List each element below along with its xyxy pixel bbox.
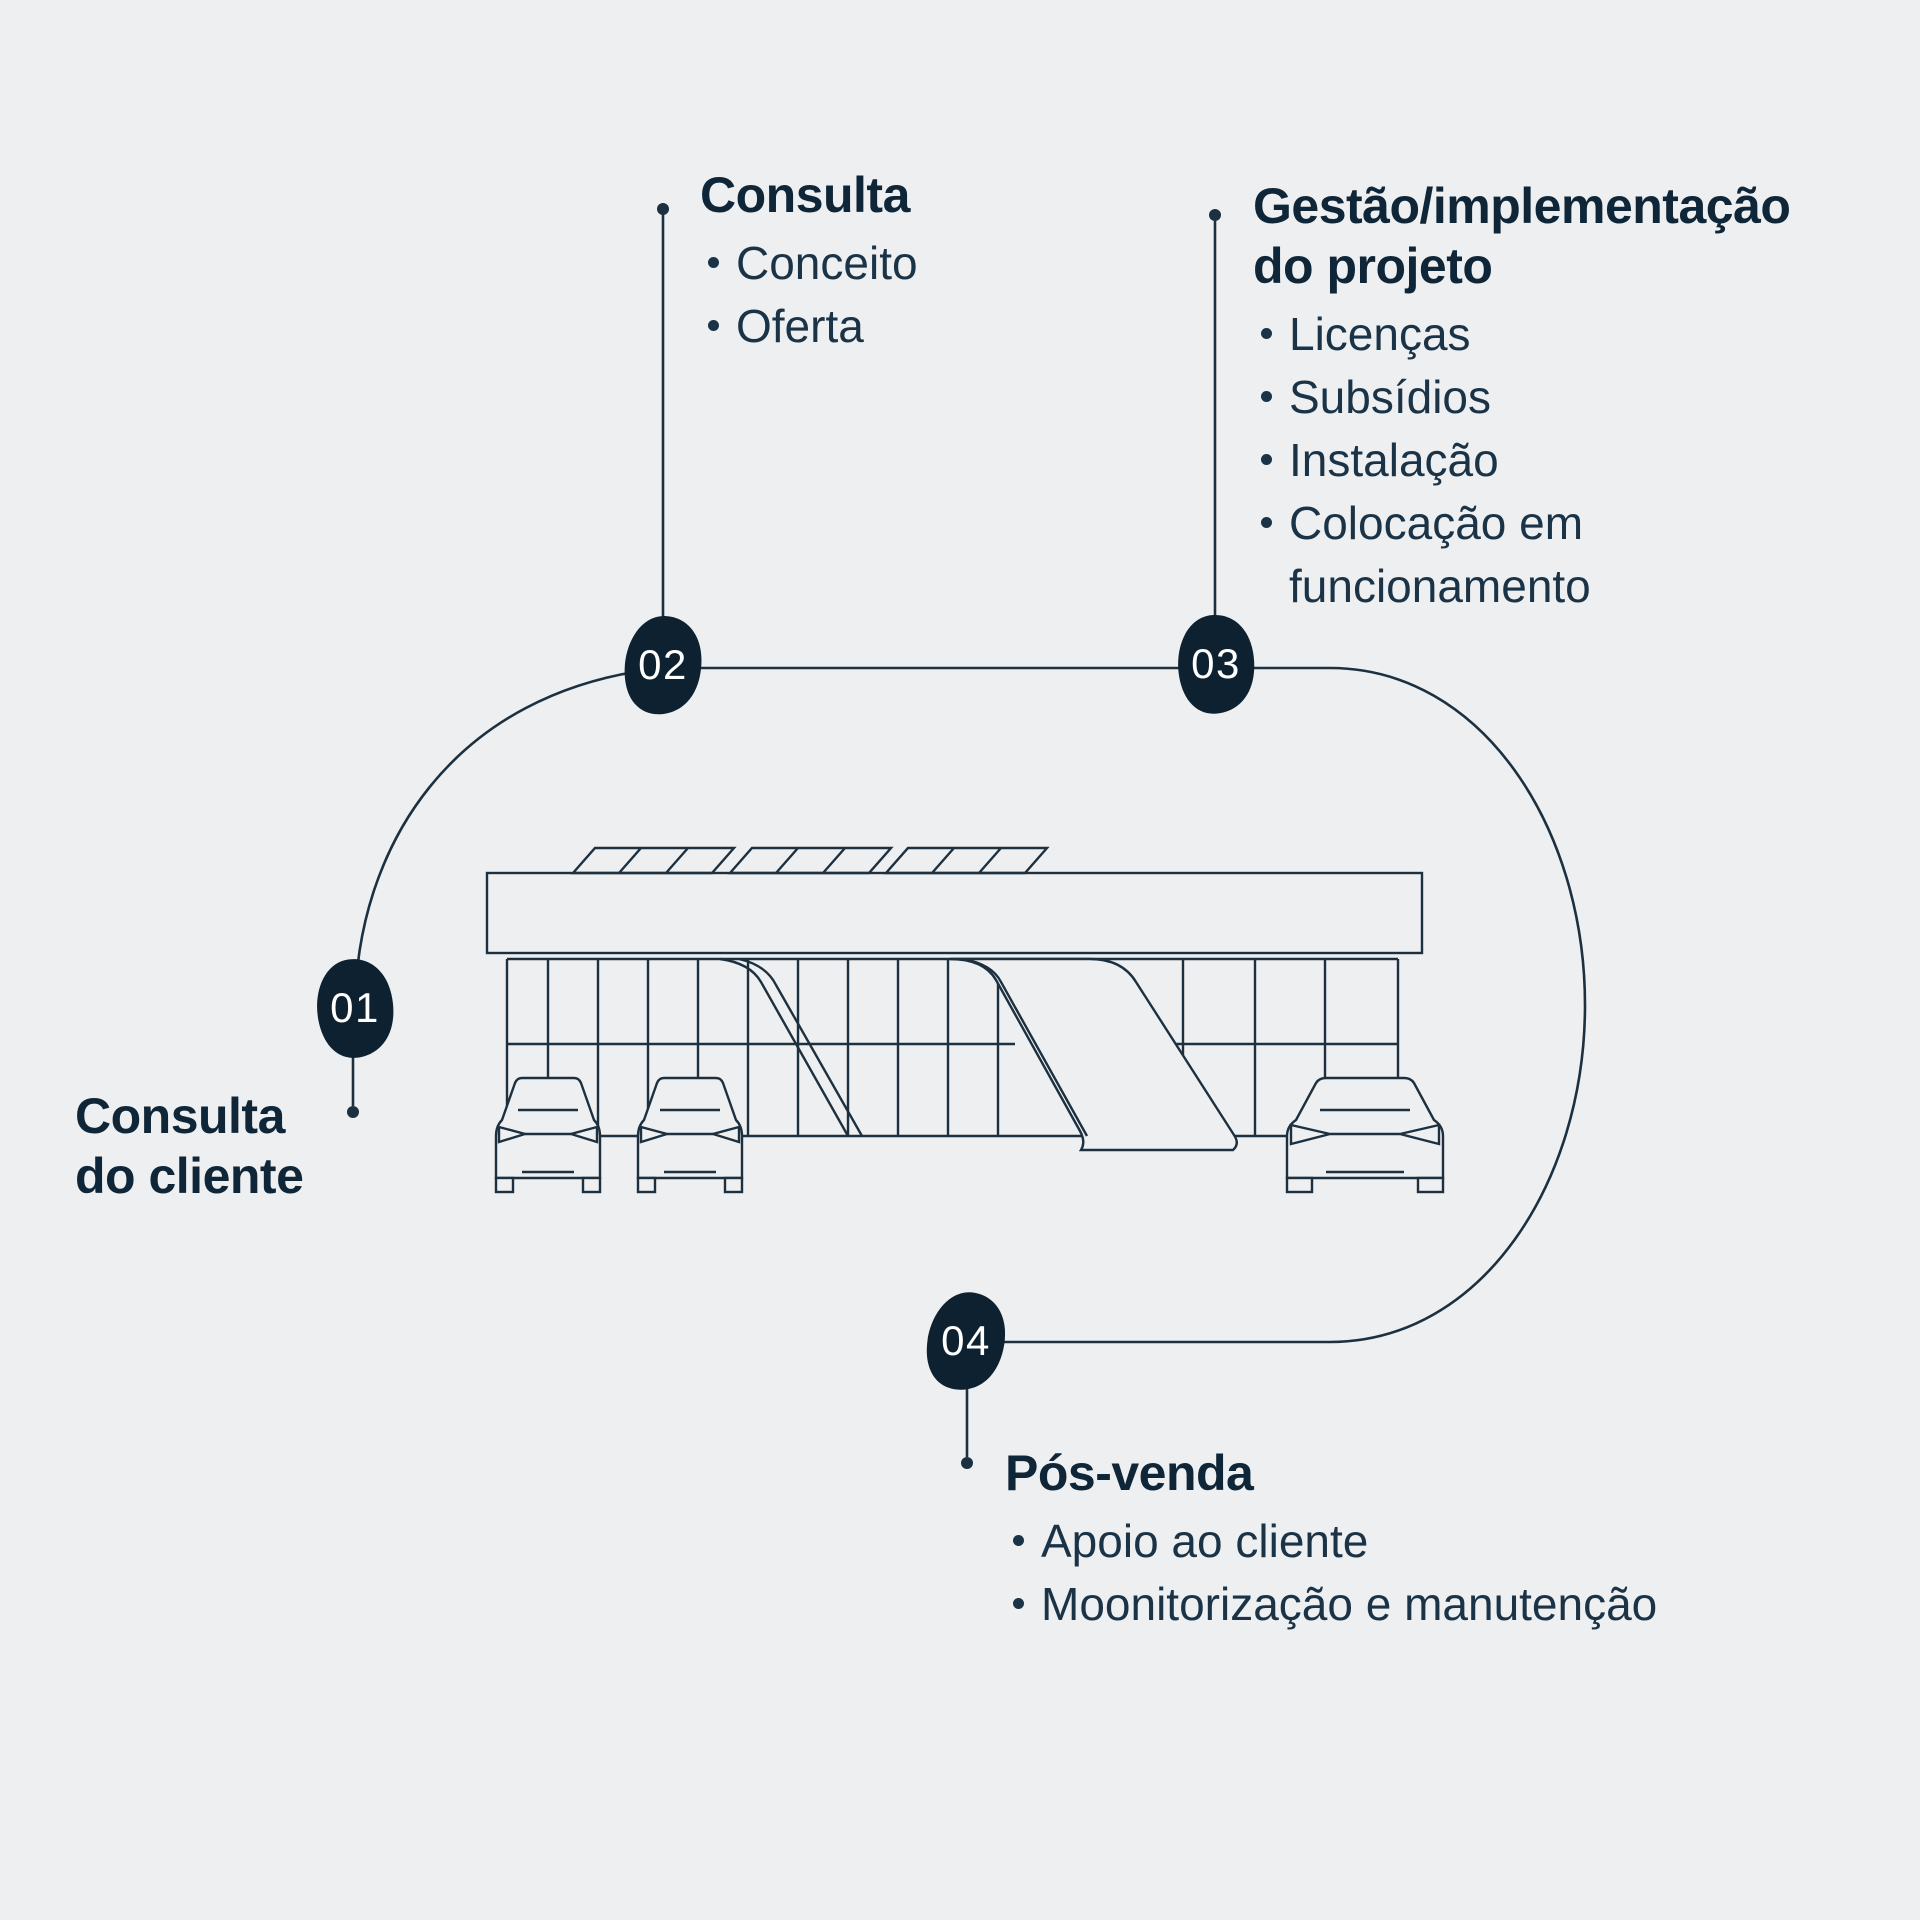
step-badge-03 bbox=[1178, 615, 1255, 714]
bullet-dot-icon bbox=[708, 320, 719, 331]
bullet-item: Oferta bbox=[700, 294, 918, 357]
roof-band bbox=[485, 871, 1424, 955]
entrance-pillar bbox=[949, 957, 1238, 1152]
car-icon-2 bbox=[636, 1076, 744, 1194]
step-01-title-line2: do cliente bbox=[75, 1148, 304, 1204]
bullet-dot-icon bbox=[1261, 517, 1272, 528]
connector-dot-02 bbox=[657, 203, 669, 215]
bullet-item: Conceito bbox=[700, 231, 918, 294]
step-badge-02 bbox=[624, 616, 702, 715]
step-badge-number-04: 04 bbox=[941, 1317, 991, 1364]
step-03-block: Gestão/implementação do projeto Licenças… bbox=[1253, 176, 1791, 617]
bullet-dot-icon bbox=[1261, 391, 1272, 402]
step-03-title-line2: do projeto bbox=[1253, 238, 1493, 294]
step-badge-number-03: 03 bbox=[1191, 640, 1241, 687]
step-01-title-line1: Consulta bbox=[75, 1088, 285, 1144]
step-03-bullets: Licenças Subsídios Instalação Colocação … bbox=[1253, 302, 1790, 617]
bullet-label: Moonitorização e manutenção bbox=[1041, 1577, 1658, 1630]
solar-panel-icon bbox=[570, 846, 1050, 875]
bullet-label: Licenças bbox=[1289, 307, 1471, 360]
bullet-item: Subsídios bbox=[1253, 365, 1790, 428]
connector-dot-01 bbox=[347, 1106, 359, 1118]
bullet-item: Instalação bbox=[1253, 428, 1790, 491]
step-badges bbox=[317, 615, 1255, 1390]
bullet-label: Instalação bbox=[1289, 433, 1499, 486]
building-illustration bbox=[485, 846, 1445, 1194]
step-02-title: Consulta bbox=[700, 167, 910, 223]
connector-dot-03 bbox=[1209, 209, 1221, 221]
bullet-label: Subsídios bbox=[1289, 370, 1492, 423]
bullet-item-continuation: funcionamento bbox=[1253, 554, 1790, 617]
bullet-dot-icon bbox=[708, 257, 719, 268]
bullet-label: Oferta bbox=[736, 299, 864, 352]
connectors bbox=[347, 203, 1221, 1469]
bullet-label: Apoio ao cliente bbox=[1041, 1514, 1369, 1567]
flow-loop-path bbox=[353, 666, 1587, 1344]
bullet-label: Colocação em bbox=[1289, 496, 1584, 549]
step-01-block: Consulta do cliente bbox=[75, 1086, 304, 1206]
flow-loop bbox=[353, 666, 1587, 1344]
step-badge-01 bbox=[317, 959, 394, 1058]
step-badge-number-01: 01 bbox=[330, 984, 380, 1031]
step-02-bullets: Conceito Oferta bbox=[700, 231, 918, 357]
step-04-bullets: Apoio ao cliente Moonitorização e manute… bbox=[1005, 1509, 1657, 1635]
step-badge-number-02: 02 bbox=[638, 641, 688, 688]
bullet-item: Colocação em bbox=[1253, 491, 1790, 554]
bullet-item: Licenças bbox=[1253, 302, 1790, 365]
connector-dot-04 bbox=[961, 1457, 973, 1469]
step-04-block: Pós-venda Apoio ao cliente Moonitorizaçã… bbox=[1005, 1443, 1657, 1635]
bullet-dot-icon bbox=[1261, 454, 1272, 465]
bullet-item: Moonitorização e manutenção bbox=[1005, 1572, 1657, 1635]
bullet-dot-icon bbox=[1261, 328, 1272, 339]
step-badge-04 bbox=[926, 1292, 1006, 1390]
bullet-item: Apoio ao cliente bbox=[1005, 1509, 1657, 1572]
step-04-title: Pós-venda bbox=[1005, 1445, 1254, 1501]
bullet-label: funcionamento bbox=[1289, 559, 1591, 612]
car-icon-3 bbox=[1285, 1076, 1445, 1194]
car-icon-1 bbox=[494, 1076, 602, 1194]
slanted-column bbox=[719, 957, 864, 1137]
step-02-block: Consulta Conceito Oferta bbox=[700, 165, 918, 357]
bullet-dot-icon bbox=[1013, 1535, 1024, 1546]
bullet-dot-icon bbox=[1013, 1598, 1024, 1609]
bullet-label: Conceito bbox=[736, 236, 918, 289]
step-03-title-line1: Gestão/implementação bbox=[1253, 178, 1791, 234]
